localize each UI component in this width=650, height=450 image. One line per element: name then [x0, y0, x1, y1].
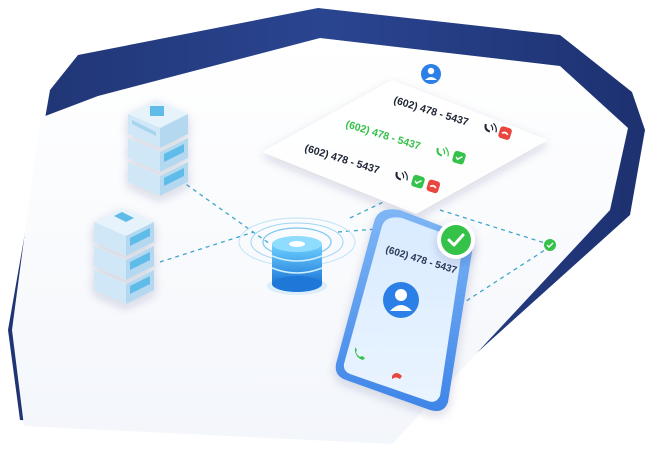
- call-list-card: [262, 80, 548, 214]
- avatar-icon: [383, 282, 419, 318]
- server-stack-icon: [128, 100, 188, 196]
- phone-ring-icon: [436, 146, 449, 157]
- accept-icon[interactable]: [411, 174, 426, 189]
- database-hub-icon: [238, 217, 356, 295]
- phone-ring-icon: [484, 122, 497, 133]
- decline-icon[interactable]: [426, 179, 441, 194]
- decline-icon[interactable]: [498, 126, 513, 141]
- server-stack-icon: [94, 208, 154, 304]
- phone-ring-icon: [395, 170, 408, 181]
- check-icon: [437, 221, 475, 259]
- check-icon: [544, 239, 556, 251]
- accept-icon[interactable]: [452, 150, 467, 165]
- answer-icon[interactable]: [351, 347, 367, 363]
- hangup-icon[interactable]: [392, 373, 402, 379]
- user-icon: [421, 64, 441, 84]
